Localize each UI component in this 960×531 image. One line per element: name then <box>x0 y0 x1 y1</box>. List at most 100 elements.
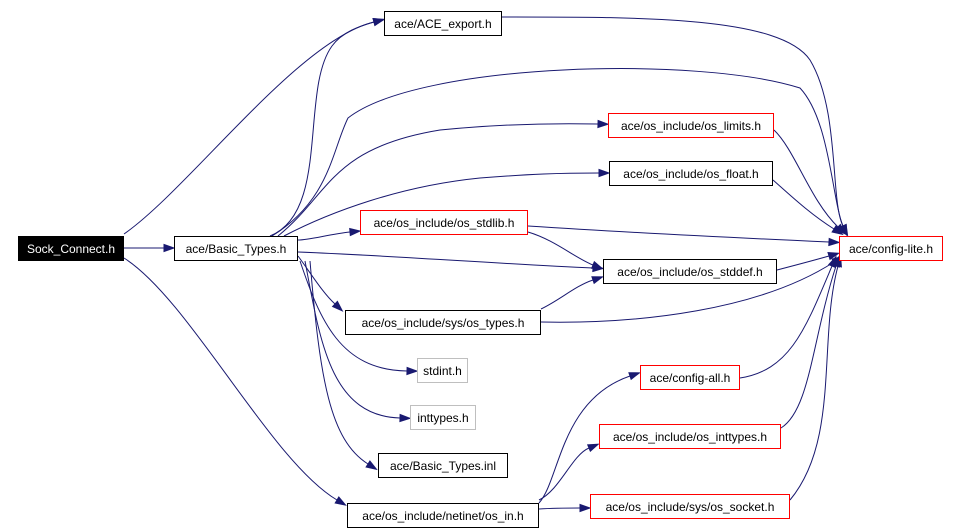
edge-arrowhead <box>334 496 347 506</box>
edge-line <box>780 265 837 429</box>
node-config-all[interactable]: ace/config-all.h <box>640 365 740 390</box>
node-label: ace/ACE_export.h <box>394 16 492 31</box>
node-label: ace/os_include/netinet/os_in.h <box>362 508 524 523</box>
edge-os-stdlib-to-os-stddef <box>527 231 604 270</box>
edge-sys-os-socket-to-config-lite <box>789 254 842 501</box>
node-basic-types[interactable]: ace/Basic_Types.h <box>174 236 298 261</box>
node-os-limits[interactable]: ace/os_include/os_limits.h <box>608 113 774 138</box>
node-label: ace/Basic_Types.h <box>185 241 287 256</box>
node-label: ace/os_include/os_limits.h <box>620 118 762 133</box>
edge-arrowhead <box>828 237 841 247</box>
node-os-stdlib[interactable]: ace/os_include/os_stdlib.h <box>360 210 528 235</box>
node-netinet-os-in[interactable]: ace/os_include/netinet/os_in.h <box>347 503 539 528</box>
edge-os-stddef-to-config-lite <box>776 252 841 271</box>
edge-arrowhead <box>628 372 641 381</box>
edge-arrowhead <box>163 243 176 253</box>
edge-arrowhead <box>349 227 362 237</box>
edge-arrowhead <box>597 119 610 129</box>
edge-arrowhead <box>827 252 841 261</box>
edge-arrowhead <box>579 503 592 513</box>
edge-line <box>501 16 844 227</box>
edge-basic-types-to-os-stdlib <box>297 227 362 241</box>
edge-os-limits-to-config-lite <box>773 129 847 235</box>
edge-line <box>277 123 599 237</box>
node-label: ace/Basic_Types.inl <box>389 458 497 473</box>
edge-line <box>297 255 336 305</box>
edge-line <box>527 231 594 266</box>
edge-arrowhead <box>399 413 412 423</box>
edge-arrowhead <box>331 300 344 312</box>
node-label: ace/os_include/os_inttypes.h <box>612 429 768 444</box>
node-label: ace/os_include/sys/os_socket.h <box>605 499 775 514</box>
edge-line <box>283 172 600 237</box>
edge-arrowhead <box>586 443 600 453</box>
node-config-lite[interactable]: ace/config-lite.h <box>839 236 943 261</box>
node-label: stdint.h <box>423 363 462 378</box>
node-ace-export[interactable]: ace/ACE_export.h <box>384 11 502 36</box>
node-os-stddef[interactable]: ace/os_include/os_stddef.h <box>603 259 777 284</box>
edge-line <box>297 231 351 241</box>
node-sock-connect: Sock_Connect.h <box>18 236 124 261</box>
edge-line <box>540 279 594 310</box>
edge-arrowhead <box>372 18 386 27</box>
edge-basic-types-to-config-lite <box>271 68 848 237</box>
edge-line <box>309 260 369 465</box>
edge-line <box>527 225 830 243</box>
edge-basic-types-to-sys-os-types <box>297 255 344 312</box>
node-label: ace/config-all.h <box>649 370 731 385</box>
edge-os-inttypes-to-config-lite <box>780 255 840 429</box>
edge-sock-connect-to-netinet-os-in <box>123 257 347 506</box>
edge-os-stdlib-to-config-lite <box>527 225 841 247</box>
edge-netinet-os-in-to-sys-os-socket <box>538 503 592 513</box>
node-label: ace/os_include/os_float.h <box>623 166 759 181</box>
edge-basic-types-to-stdint <box>299 260 419 376</box>
edge-line <box>776 255 830 271</box>
edge-sock-connect-to-basic-types <box>124 243 176 253</box>
node-label: ace/os_include/os_stdlib.h <box>373 215 515 230</box>
edge-line <box>304 260 401 419</box>
edge-basic-types-to-basic-types-inl <box>309 260 378 471</box>
edge-basic-types-to-os-stddef <box>297 251 605 273</box>
node-label: Sock_Connect.h <box>26 241 116 256</box>
edge-basic-types-to-os-float <box>283 168 611 237</box>
node-label: ace/os_include/os_stddef.h <box>617 264 763 279</box>
node-stdint: stdint.h <box>417 358 468 383</box>
edge-line <box>297 251 594 269</box>
node-label: ace/os_include/sys/os_types.h <box>361 315 525 330</box>
edge-line <box>538 447 590 501</box>
edge-arrowhead <box>590 260 604 270</box>
edge-netinet-os-in-to-config-all <box>538 372 641 504</box>
edge-basic-types-to-os-limits <box>277 119 610 237</box>
edge-line <box>772 179 835 230</box>
edge-line <box>739 265 833 379</box>
edge-arrowhead <box>831 225 844 236</box>
edge-line <box>540 261 835 323</box>
edge-netinet-os-in-to-os-inttypes <box>538 443 600 501</box>
edge-arrowhead <box>598 168 611 178</box>
edge-basic-types-to-ace-export <box>269 18 386 237</box>
edge-line <box>773 129 839 228</box>
edge-line <box>123 21 375 235</box>
edge-line <box>271 68 844 237</box>
edge-line <box>538 375 631 504</box>
edge-arrowhead <box>365 460 378 471</box>
node-label: ace/config-lite.h <box>848 241 934 256</box>
edge-arrowhead <box>406 366 419 376</box>
node-basic-types-inl[interactable]: ace/Basic_Types.inl <box>378 453 508 478</box>
node-sys-os-socket[interactable]: ace/os_include/sys/os_socket.h <box>590 494 790 519</box>
node-os-float[interactable]: ace/os_include/os_float.h <box>609 161 773 186</box>
node-sys-os-types[interactable]: ace/os_include/sys/os_types.h <box>345 310 541 335</box>
node-label: inttypes.h <box>417 410 469 425</box>
edge-basic-types-to-inttypes <box>304 260 412 423</box>
edge-os-float-to-config-lite <box>772 179 844 236</box>
edge-line <box>538 507 581 510</box>
edge-line <box>123 257 338 501</box>
node-inttypes: inttypes.h <box>410 405 476 430</box>
edge-line <box>269 21 375 237</box>
edge-sys-os-types-to-os-stddef <box>540 276 604 310</box>
edge-line <box>299 260 408 372</box>
node-os-inttypes[interactable]: ace/os_include/os_inttypes.h <box>599 424 781 449</box>
edge-arrowhead <box>591 276 604 285</box>
